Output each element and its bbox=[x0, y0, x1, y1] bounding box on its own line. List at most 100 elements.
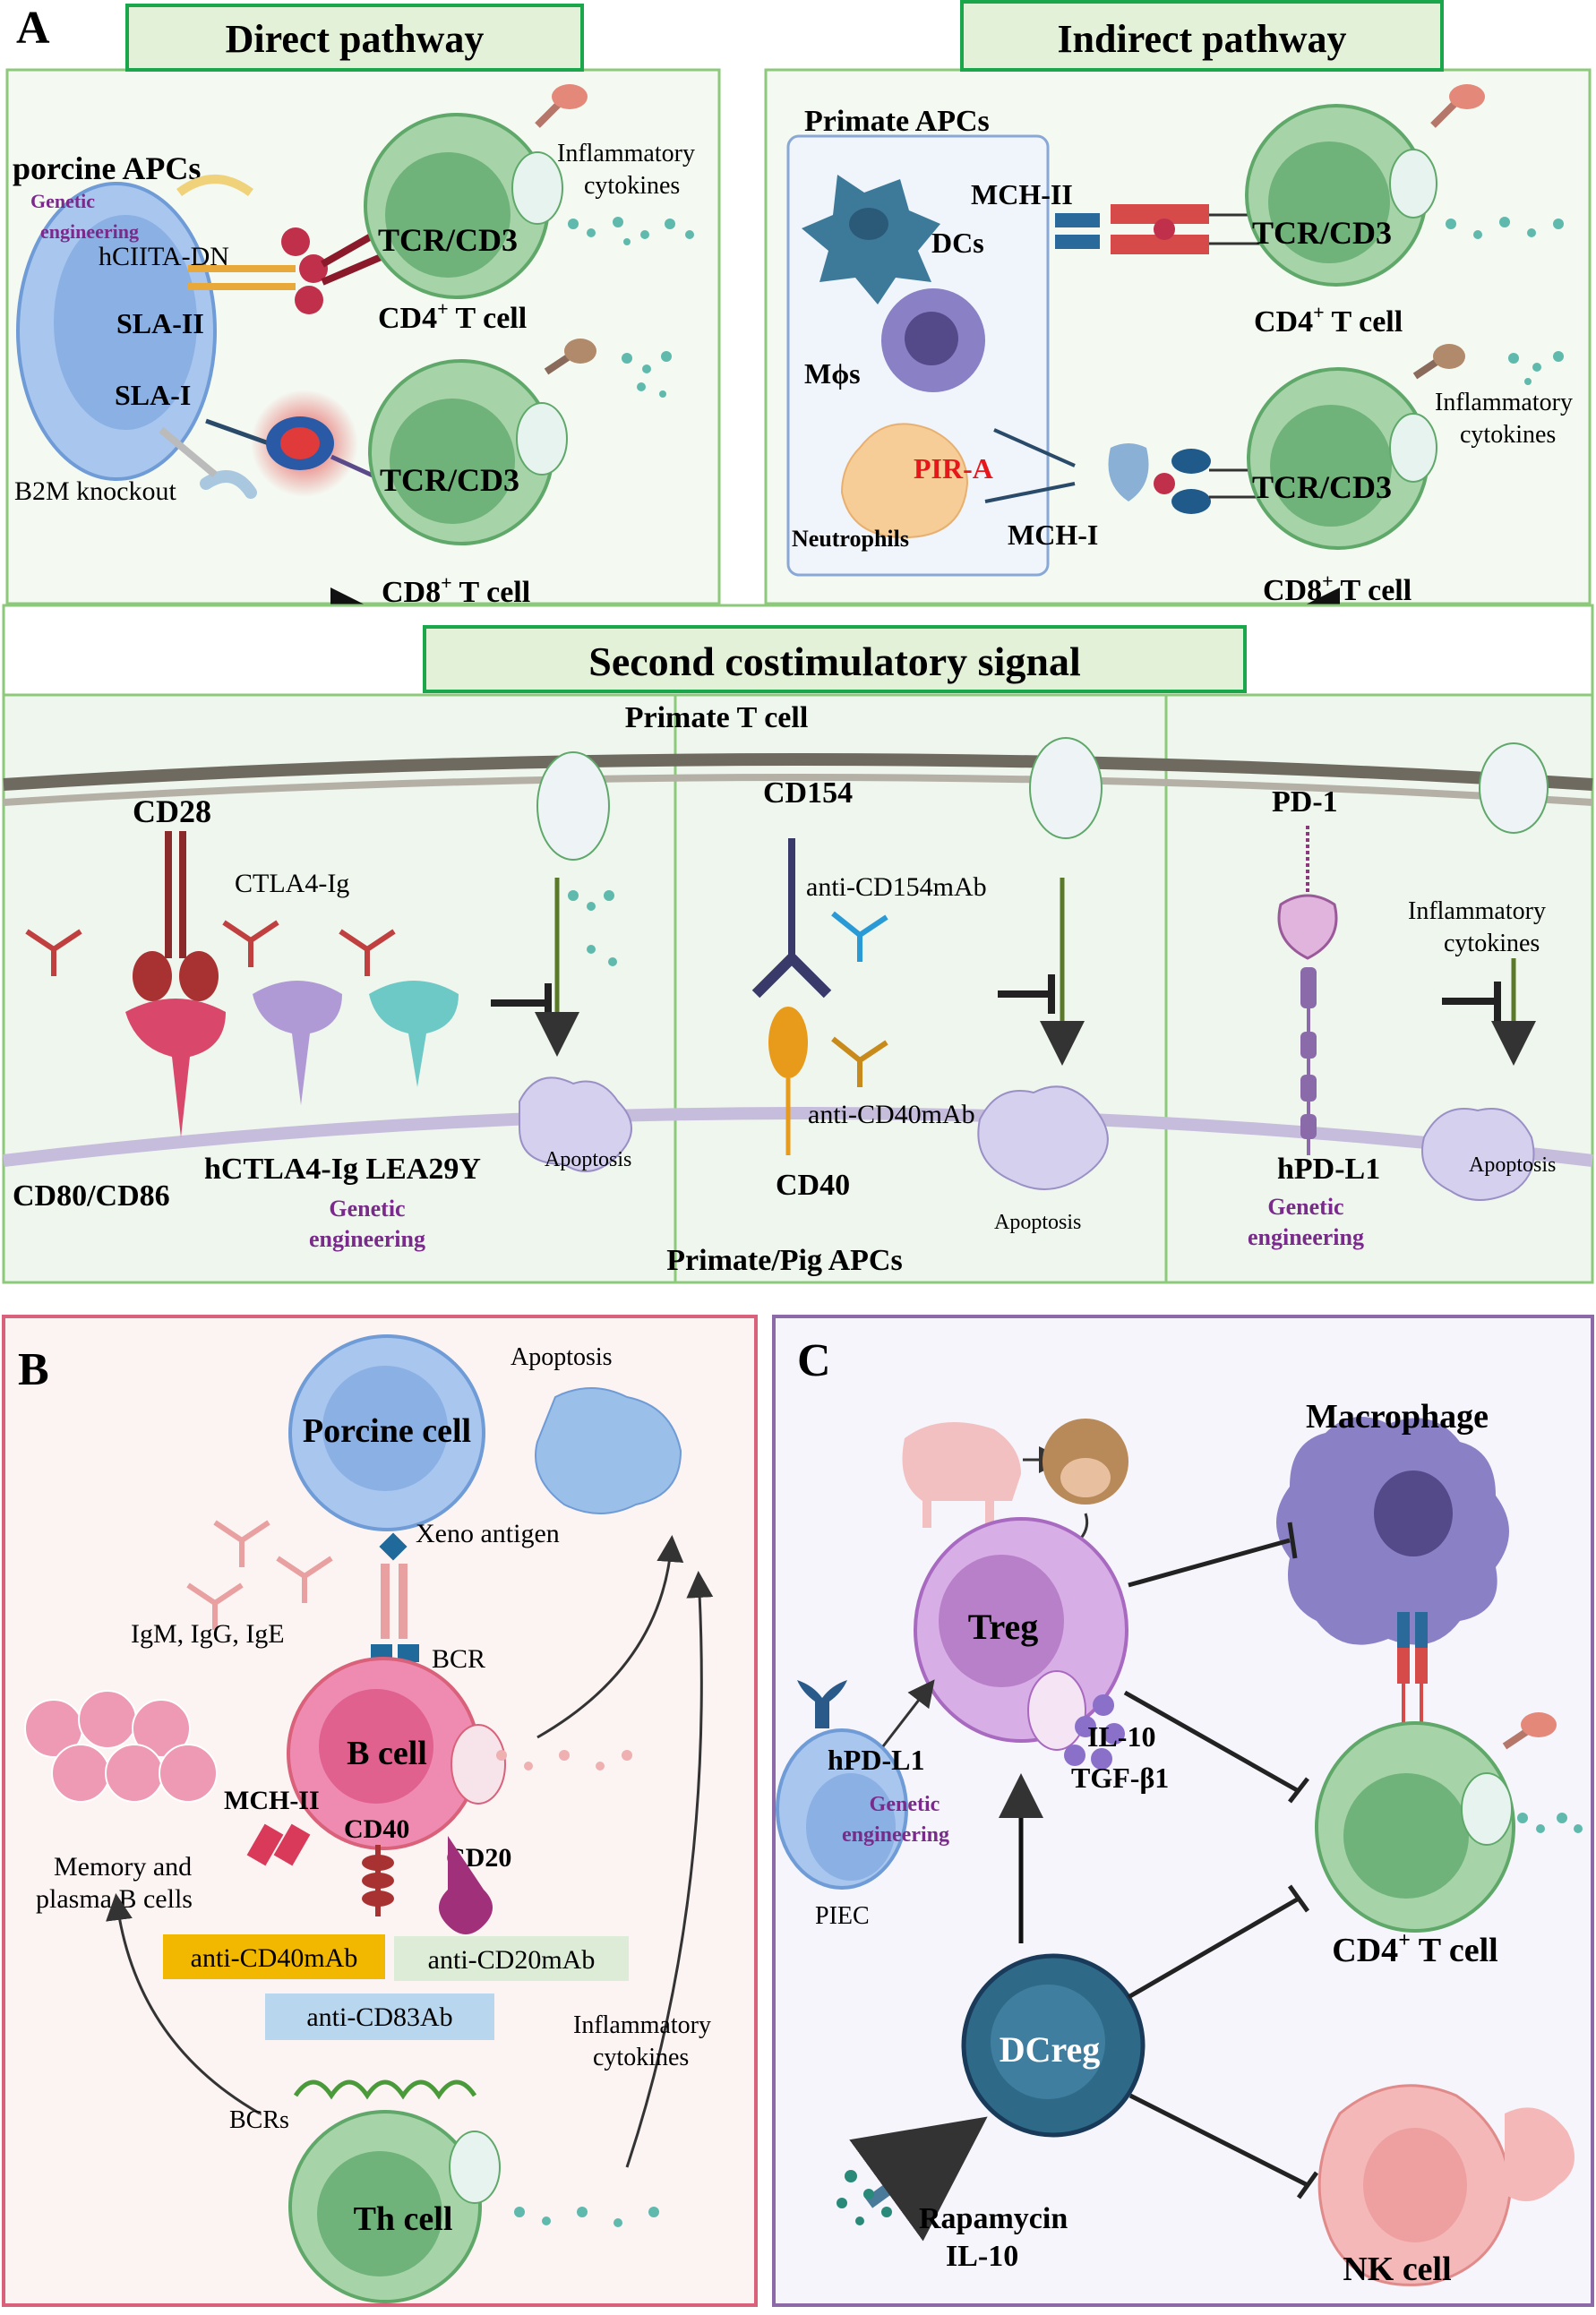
golgi-icon bbox=[1479, 742, 1549, 834]
receptor-head bbox=[1449, 84, 1485, 109]
rapamycin-label: Rapamycin bbox=[919, 2202, 1068, 2235]
cd4-t-cell-label-direct: CD4+ T cell bbox=[378, 297, 527, 335]
dcreg-nucleus bbox=[991, 1985, 1105, 2099]
primate-t-cell-label: Primate T cell bbox=[625, 701, 809, 734]
genetic-engineering-label-1: Genetic bbox=[30, 190, 95, 212]
inflammatory-label-3b: cytokines bbox=[1444, 930, 1540, 957]
dcreg-label: DCreg bbox=[1000, 2029, 1101, 2070]
macrophage-nucleus-a bbox=[905, 312, 958, 365]
golgi-icon bbox=[1029, 737, 1103, 839]
tcr-cd3-label-3: TCR/CD3 bbox=[1252, 215, 1392, 251]
sla-ii-label: SLA-II bbox=[116, 307, 204, 339]
hctla4-ig-label: hCTLA4-Ig LEA29Y bbox=[204, 1153, 481, 1186]
apoptosis-label-1: Apoptosis bbox=[545, 1148, 631, 1171]
xeno-antigen-label: Xeno antigen bbox=[416, 1519, 560, 1548]
neutrophils-label: Neutrophils bbox=[792, 526, 909, 552]
cd40-label-a: CD40 bbox=[776, 1169, 850, 1202]
indirect-pathway-title-box bbox=[960, 0, 1444, 72]
cd8-t-cell-indirect-nucleus bbox=[1270, 405, 1392, 527]
anti-cd154-label: anti-CD154mAb bbox=[806, 872, 987, 902]
t-cell-membrane-inner bbox=[3, 774, 1593, 806]
apoptosis-label-b: Apoptosis bbox=[511, 1343, 613, 1371]
inflammatory-label-1a: Inflammatory bbox=[557, 140, 695, 167]
panel-c-letter: C bbox=[797, 1335, 831, 1386]
golgi-icon bbox=[1389, 149, 1437, 219]
memory-label-2: plasma B cells bbox=[36, 1884, 193, 1914]
memory-label-1: Memory and bbox=[54, 1852, 192, 1882]
pd1-label: PD-1 bbox=[1272, 785, 1338, 819]
ctla4-ig-label: CTLA4-Ig bbox=[235, 869, 349, 898]
cd40-receptor-a bbox=[768, 1007, 808, 1155]
genetic-label-c2: engineering bbox=[842, 1823, 949, 1847]
golgi-icon bbox=[1461, 1772, 1513, 1846]
primate-apcs-label: Primate APCs bbox=[804, 105, 990, 138]
bcrs-icon bbox=[293, 2079, 477, 2100]
golgi-icon bbox=[511, 151, 563, 225]
golgi-icon bbox=[1027, 1670, 1086, 1751]
cd4-t-cell-c-nucleus bbox=[1343, 1773, 1469, 1899]
inflammatory-label-2a: Inflammatory bbox=[1435, 389, 1573, 416]
dcs-label: DCs bbox=[931, 227, 984, 259]
mch-i-tcr-complex bbox=[984, 428, 1263, 514]
porcine-cell-nucleus bbox=[322, 1366, 448, 1491]
arrow-cytokines-to-apoptosis bbox=[625, 1571, 714, 2168]
cd8-t-cell-label-direct: CD8+ T cell bbox=[382, 571, 530, 609]
mch-ii-label-a: MCH-II bbox=[971, 178, 1073, 210]
igm-label: IgM, IgG, IgE bbox=[131, 1619, 285, 1649]
mch-ii-label-b: MCH-II bbox=[224, 1786, 320, 1815]
il10-tgfb-molecules-icon bbox=[1064, 1694, 1125, 1770]
genetic-label-2b: engineering bbox=[1248, 1224, 1364, 1250]
anti-cd40-label-a: anti-CD40mAb bbox=[808, 1100, 975, 1129]
inflam-label-b1: Inflammatory bbox=[573, 2011, 711, 2039]
arrow-to-memory bbox=[106, 1893, 261, 2115]
igm-antibodies-icon bbox=[186, 1520, 333, 1630]
inhibit-bar-dcreg-cd4 bbox=[1287, 1884, 1310, 1913]
cd28-label: CD28 bbox=[133, 793, 211, 829]
hpd-l1-receptor-c bbox=[797, 1680, 847, 1728]
panel-c: C Treg IL-10 TGF-β1 hPD-L1 Genetic engin… bbox=[772, 1315, 1594, 2307]
cd4-t-cell-label-c: CD4+ T cell bbox=[1332, 1929, 1497, 1969]
apc-membrane bbox=[3, 1107, 1593, 1167]
porcine-apc-nucleus bbox=[54, 215, 197, 430]
cd80-cd86-ligand bbox=[125, 999, 226, 1137]
cytokines-icon-2 bbox=[622, 351, 672, 398]
cd20-receptor bbox=[439, 1836, 493, 1934]
inhibit-bar-treg-macrophage bbox=[1287, 1522, 1298, 1559]
inflammatory-label-1b: cytokines bbox=[584, 172, 680, 200]
cytokines-icon-5 bbox=[568, 890, 617, 966]
inflammatory-label-3a: Inflammatory bbox=[1408, 897, 1546, 925]
piec-nucleus bbox=[806, 1773, 896, 1881]
inflam-label-b2: cytokines bbox=[593, 2044, 689, 2071]
inflammatory-label-2b: cytokines bbox=[1460, 421, 1556, 449]
t-cell-membrane bbox=[3, 753, 1593, 791]
treg-label: Treg bbox=[968, 1607, 1039, 1647]
cd8-t-cell-direct-nucleus bbox=[390, 399, 515, 524]
pig-icon bbox=[902, 1422, 1021, 1528]
cd40-label-b: CD40 bbox=[344, 1814, 409, 1844]
anti-cd83-label: anti-CD83Ab bbox=[306, 2002, 452, 2032]
macrophage-label: Macrophage bbox=[1306, 1398, 1489, 1436]
cd4-t-cell-indirect-nucleus bbox=[1268, 141, 1390, 263]
nk-cell-nucleus bbox=[1363, 2128, 1467, 2242]
inhibit-dcreg-cd4 bbox=[1127, 1896, 1300, 2000]
golgi-icon bbox=[450, 1724, 506, 1805]
apoptosis-icon-b bbox=[535, 1387, 682, 1514]
anti-cd154-antibody-icon bbox=[831, 911, 888, 962]
cd154-label: CD154 bbox=[763, 776, 853, 810]
th-cell-nucleus bbox=[317, 2151, 442, 2276]
b-cell-label: B cell bbox=[347, 1735, 427, 1772]
primate-pig-apcs-label: Primate/Pig APCs bbox=[666, 1244, 902, 1277]
monkey-face bbox=[1060, 1458, 1111, 1497]
sla-i-tcr-complex bbox=[205, 416, 382, 482]
cytokines-icon-4 bbox=[1508, 351, 1564, 385]
apoptosis-label-3: Apoptosis bbox=[1469, 1153, 1556, 1177]
macrophage-nucleus-c bbox=[1374, 1470, 1453, 1556]
b-cell-nucleus bbox=[319, 1689, 433, 1804]
antibody-icons-ctla4 bbox=[25, 920, 396, 976]
genetic-label-c1: Genetic bbox=[870, 1793, 940, 1816]
cytokines-icon-3 bbox=[1446, 217, 1564, 239]
panel-b: B Porcine cell Xeno antigen IgM, IgG, Ig… bbox=[2, 1315, 758, 2307]
tcr-cd3-label-2: TCR/CD3 bbox=[380, 462, 519, 498]
inhibit-bar-treg-cd4 bbox=[1288, 1777, 1309, 1804]
